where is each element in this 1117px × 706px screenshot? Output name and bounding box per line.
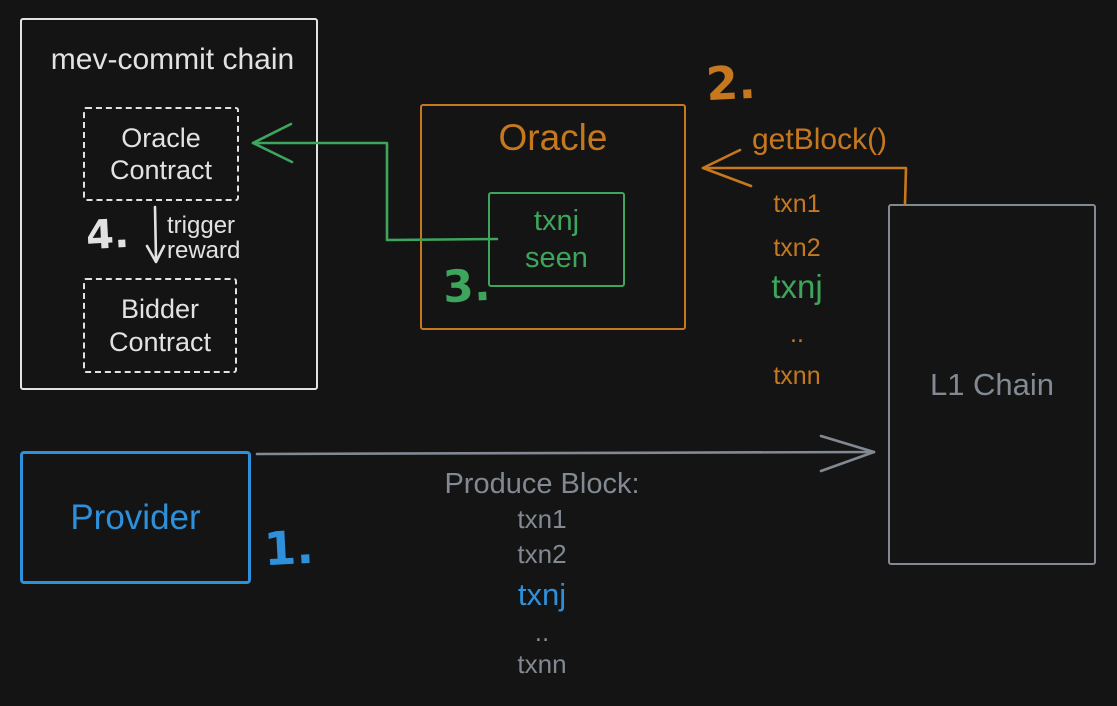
getblock-call-label: getBlock() — [752, 123, 888, 156]
txnj-seen-label-line1: txnj — [533, 205, 580, 238]
txnj-seen-label-line2: seen — [525, 241, 588, 274]
getblock-txn-item-highlighted: txnj — [771, 268, 823, 305]
l1-chain-title: L1 Chain — [929, 366, 1055, 402]
step-2-number: 2. — [704, 54, 757, 112]
l1-chain-box: L1 Chain — [888, 204, 1096, 565]
produce-block-txn-item-highlighted: txnj — [517, 577, 567, 612]
step-1-number: 1. — [262, 519, 315, 577]
getblock-txn-item: txn2 — [773, 234, 821, 262]
provider-title: Provider — [70, 497, 201, 537]
bidder-contract-label-line2: Contract — [108, 326, 212, 357]
trigger-reward-line2: reward — [167, 237, 241, 264]
bidder-contract-box: Bidder Contract — [83, 278, 237, 373]
mev-commit-chain-title: mev-commit chain — [50, 43, 295, 76]
produce-block-txn-item: txn2 — [517, 539, 567, 569]
txnj-seen-box: txnj seen — [488, 192, 625, 287]
trigger-reward-line1: trigger — [167, 212, 236, 239]
oracle-title: Oracle — [498, 117, 608, 158]
oracle-contract-label-line1: Oracle — [121, 122, 201, 153]
provider-box: Provider — [20, 451, 251, 584]
getblock-txn-ellipsis: .. — [790, 320, 804, 348]
step-3-number: 3. — [441, 259, 492, 314]
getblock-txn-item: txn1 — [773, 190, 821, 218]
bidder-contract-label-line1: Bidder — [120, 294, 200, 325]
produce-block-txn-item: txn1 — [517, 504, 567, 534]
oracle-contract-box: Oracle Contract — [83, 107, 239, 201]
produce-block-arrow — [255, 434, 876, 473]
step-4-number: 4. — [84, 210, 131, 260]
produce-block-txn-ellipsis: .. — [534, 617, 550, 647]
getblock-txn-item: txnn — [773, 362, 821, 390]
produce-block-title: Produce Block: — [444, 468, 640, 500]
oracle-contract-label-line2: Contract — [109, 155, 213, 185]
produce-block-txn-item: txnn — [517, 649, 567, 679]
